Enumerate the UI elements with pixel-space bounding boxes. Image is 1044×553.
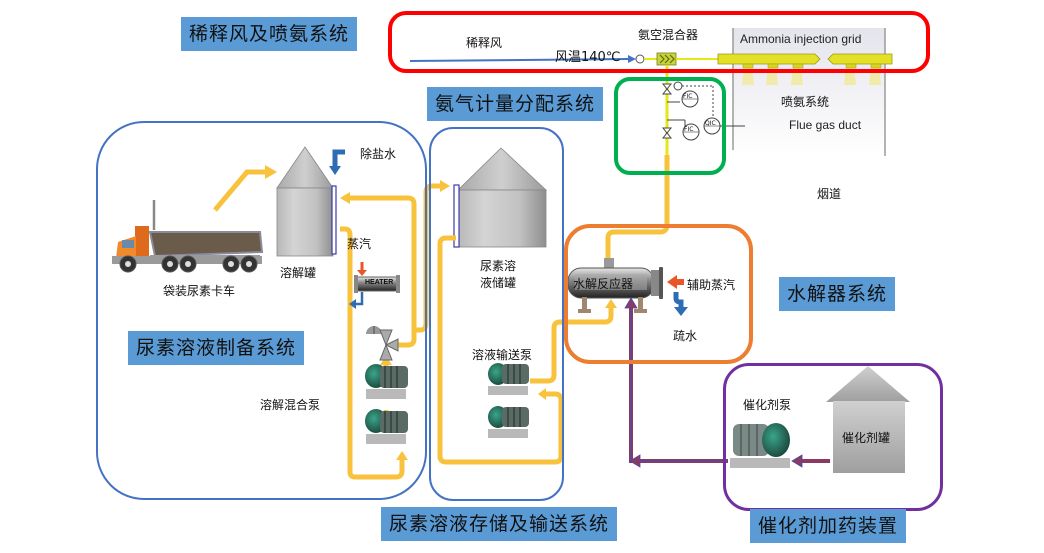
flue-gas-duct (733, 28, 885, 156)
label-ammonia-air-mixer: 氨空混合器 (638, 28, 699, 42)
catalyst-dosing-region (723, 363, 943, 511)
title-urea-preparation-system: 尿素溶液制备系统 (128, 331, 305, 365)
catalyst-tank (826, 366, 910, 473)
heater (354, 275, 400, 293)
label-transfer-pump: 溶液输送泵 (472, 348, 533, 362)
demin-water-arrow (332, 149, 345, 168)
label-catalyst-pump: 催化剂泵 (743, 398, 792, 412)
transfer-pump-2 (488, 406, 529, 438)
label-mixing-pump: 溶解混合泵 (260, 398, 321, 412)
hydrolysis-region (564, 224, 753, 364)
label-storage-tank-2: 液储罐 (480, 276, 517, 290)
transfer-piping (437, 235, 614, 465)
urea-storage-tank (453, 147, 548, 248)
mixing-pump-1 (365, 364, 408, 399)
label-qic: QIC (705, 120, 716, 127)
label-storage-tank-1: 尿素溶 (480, 259, 517, 273)
label-flue-gas-duct: Flue gas duct (789, 118, 862, 132)
condensate-arrow (354, 292, 364, 306)
label-dilution-air: 稀释风 (466, 36, 503, 50)
label-steam: 蒸汽 (347, 237, 372, 251)
label-injection-grid: Ammonia injection grid (740, 32, 862, 46)
catalyst-pump (730, 423, 790, 468)
ammonia-metering-region (614, 77, 726, 175)
mixing-pump-2 (365, 409, 408, 444)
label-heater: HEATER (365, 279, 394, 286)
label-catalyst-tank: 催化剂罐 (842, 431, 891, 445)
label-fic-upper: FIC (683, 93, 693, 100)
label-flue: 烟道 (817, 187, 842, 201)
urea-truck (112, 200, 264, 273)
label-demin-water: 除盐水 (360, 147, 397, 161)
label-urea-truck: 袋装尿素卡车 (163, 284, 236, 298)
title-hydrolysis-system: 水解器系统 (779, 277, 896, 311)
feed-arrow (213, 169, 266, 212)
label-hydrolysis-reactor: 水解反应器 (573, 277, 634, 291)
label-ammonia-injection: 喷氨系统 (781, 95, 830, 109)
label-air-temp: 风温140℃ (555, 50, 621, 65)
label-aux-steam: 辅助蒸汽 (687, 278, 736, 292)
label-dissolving-tank: 溶解罐 (280, 266, 317, 280)
label-fic-lower: FIC (684, 126, 694, 133)
title-urea-storage-system: 尿素溶液存储及输送系统 (381, 507, 618, 541)
urea-storage-region (429, 127, 564, 501)
injection-grid-header-right (827, 53, 893, 65)
urea-preparation-region (96, 121, 427, 500)
control-valve-lower (661, 127, 673, 139)
label-drain: 疏水 (673, 329, 698, 343)
hydrolysis-reactor (567, 258, 663, 313)
title-catalyst-dosing-system: 催化剂加药装置 (750, 509, 907, 543)
transfer-pump-1 (488, 363, 529, 395)
dilution-air-line (409, 58, 629, 62)
three-way-valve (366, 326, 399, 361)
control-valve-upper (661, 83, 673, 95)
injection-grid-header-left (717, 53, 821, 65)
title-dilution-air-system: 稀释风及喷氨系统 (181, 17, 358, 51)
drain-arrow (673, 292, 684, 308)
dissolving-tank (276, 146, 337, 257)
title-ammonia-metering-system: 氨气计量分配系统 (427, 87, 604, 121)
dilution-air-region (388, 11, 930, 73)
